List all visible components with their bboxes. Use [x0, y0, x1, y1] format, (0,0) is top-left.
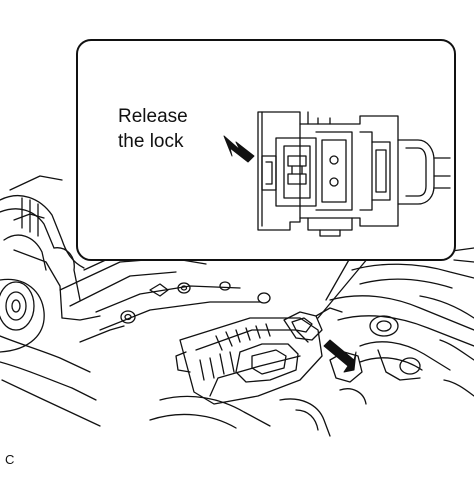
callout-leader	[317, 257, 369, 319]
connector-detail	[257, 111, 451, 237]
release-lock-label-line1: Release	[118, 106, 188, 127]
push-arrow-icon	[323, 339, 357, 373]
figure-code: C	[5, 452, 15, 467]
release-lock-label: Release the lock	[118, 104, 188, 154]
release-lock-label-line2: the lock	[118, 131, 184, 152]
engine-bay-background	[0, 175, 474, 437]
callout-box	[76, 39, 456, 261]
push-arrow-icon	[223, 135, 255, 163]
